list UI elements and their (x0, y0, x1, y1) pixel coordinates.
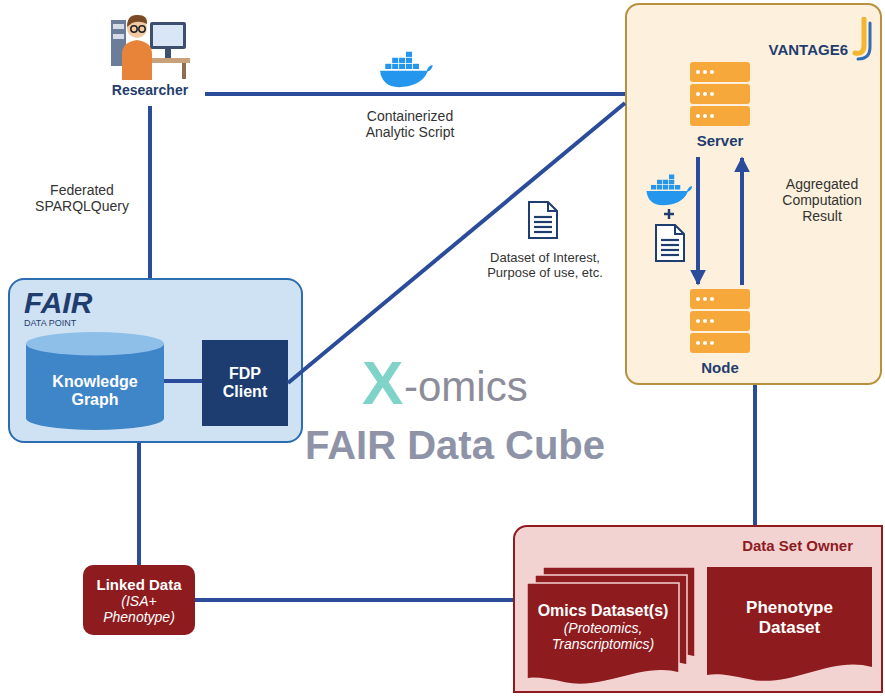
docker-and-document-icon (645, 173, 695, 265)
connector-line (753, 385, 757, 525)
researcher-figure: Researcher (95, 2, 205, 106)
node-title: Node (701, 359, 739, 376)
server-node: Server (675, 60, 765, 155)
edge-label: Aggregated Computation Result (768, 176, 876, 224)
connector-line (164, 379, 202, 383)
edge-label: Containerized Analytic Script (345, 108, 475, 140)
node-subtitle: DATA POINT (24, 318, 76, 328)
node-title: Researcher (112, 82, 188, 98)
connector-line (137, 443, 141, 565)
connector-line (288, 103, 625, 383)
data-set-owner-panel: Data Set OwnerOmics Dataset(s)(Proteomic… (513, 525, 883, 693)
node-title: Server (697, 132, 744, 149)
connector-line (148, 106, 152, 278)
connector-line (205, 92, 625, 96)
researcher-icon (110, 2, 190, 80)
server-icon (690, 289, 750, 355)
node-title: FAIR (24, 288, 92, 318)
edge-label: Dataset of Interest, Purpose of use, etc… (470, 250, 620, 280)
compute-node: Node (675, 287, 765, 382)
omics-dataset-stack: Omics Dataset(s)(Proteomics, Transcripto… (527, 567, 697, 685)
knowledge-graph-cylinder: Knowledge Graph (26, 332, 164, 430)
linked-data-box: Linked Data(ISA+ Phenotype) (83, 565, 195, 635)
server-icon (690, 62, 750, 128)
vantage6-logo (850, 17, 874, 61)
node-title: Knowledge Graph (34, 373, 156, 409)
document-icon (529, 202, 557, 238)
node-subtitle: (Proteomics, Transcriptomics) (533, 620, 673, 652)
connector-line (195, 598, 513, 602)
node-title: Linked Data (96, 576, 181, 593)
fdp-client-box: FDP Client (202, 340, 288, 426)
node-title: Data Set Owner (742, 537, 853, 554)
logo-mark: X (362, 352, 403, 414)
node-title: Phenotype Dataset (717, 598, 862, 638)
fair-data-point-panel: FAIRDATA POINT Knowledge Graph FDP Client (8, 278, 303, 443)
diagram-heading: FAIR Data Cube (305, 425, 605, 465)
node-subtitle: (ISA+ Phenotype) (91, 593, 187, 625)
arrow-connector (696, 157, 700, 284)
node-title: VANTAGE6 (769, 41, 848, 58)
node-title: FDP Client (208, 365, 282, 401)
docker-icon (380, 52, 433, 87)
arrow-connector (740, 158, 744, 285)
logo-word: -omics (404, 366, 528, 408)
edge-label: Federated SPARQLQuery (30, 182, 134, 214)
phenotype-dataset-document: Phenotype Dataset (707, 567, 872, 685)
node-title: Omics Dataset(s) (538, 602, 669, 620)
